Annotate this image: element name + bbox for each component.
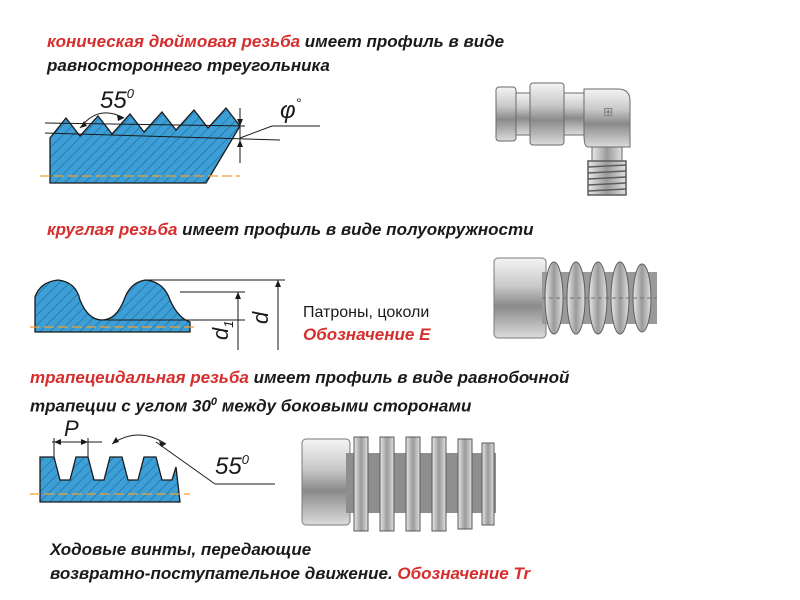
section3-rest: имеет профиль в виде равнобочной — [248, 368, 570, 387]
section3-highlight: трапецеидальная резьба — [30, 368, 249, 387]
section1-rest: имеет профиль в виде — [300, 32, 505, 51]
designation-e: Обозначение Е — [303, 325, 431, 344]
footer-line1: Ходовые винты, передающие — [50, 540, 312, 559]
angle-arc — [111, 434, 167, 445]
trapezoidal-thread-turns — [353, 436, 495, 532]
section1-heading: коническая дюймовая резьба имеет профиль… — [47, 30, 504, 54]
footer-line2: возвратно-поступательное движение. Обозн… — [50, 564, 531, 583]
p-label: P — [64, 416, 79, 441]
arrow-left — [80, 121, 87, 128]
round-thread-profile — [34, 279, 191, 333]
tapered-thread-profile-diagram: 550 φ° — [40, 86, 320, 184]
trapezoidal-thread-profile-diagram: P 550 — [30, 416, 275, 503]
angle-label: 550 — [215, 452, 250, 480]
round-thread-profile-diagram: d d1 — [30, 279, 285, 350]
section2-rest: имеет профиль в виде полуокружности — [177, 220, 534, 239]
usage-text: Патроны, цоколи — [303, 304, 430, 321]
svg-text:⊞: ⊞ — [601, 107, 615, 117]
tapered-thread-profile — [49, 106, 241, 184]
phi-label: φ° — [280, 95, 302, 124]
designation-tr: Обозначение Tr — [397, 564, 531, 583]
section3-line2: трапеции с углом 300 между боковыми стор… — [30, 396, 472, 416]
d1-label: d1 — [208, 321, 236, 340]
angle-label: 550 — [100, 86, 135, 114]
pipe-elbow-fitting-image: ⊞ — [495, 82, 631, 196]
section3-heading: трапецеидальная резьба имеет профиль в в… — [30, 366, 569, 390]
trapezoidal-thread-profile — [39, 456, 181, 503]
phi-leader — [239, 125, 273, 139]
arrow-right — [117, 115, 124, 121]
section2-heading: круглая резьба имеет профиль в виде полу… — [47, 218, 534, 242]
section1-line2: равностороннего треугольника — [47, 56, 330, 75]
round-thread-screw-image — [493, 257, 657, 339]
taper-line — [44, 122, 246, 127]
section1-highlight: коническая дюймовая резьба — [47, 32, 301, 51]
d-label: d — [248, 311, 273, 324]
trapezoidal-thread-screw-image — [301, 436, 496, 532]
pitch-line — [44, 132, 281, 141]
section2-highlight: круглая резьба — [47, 220, 178, 239]
